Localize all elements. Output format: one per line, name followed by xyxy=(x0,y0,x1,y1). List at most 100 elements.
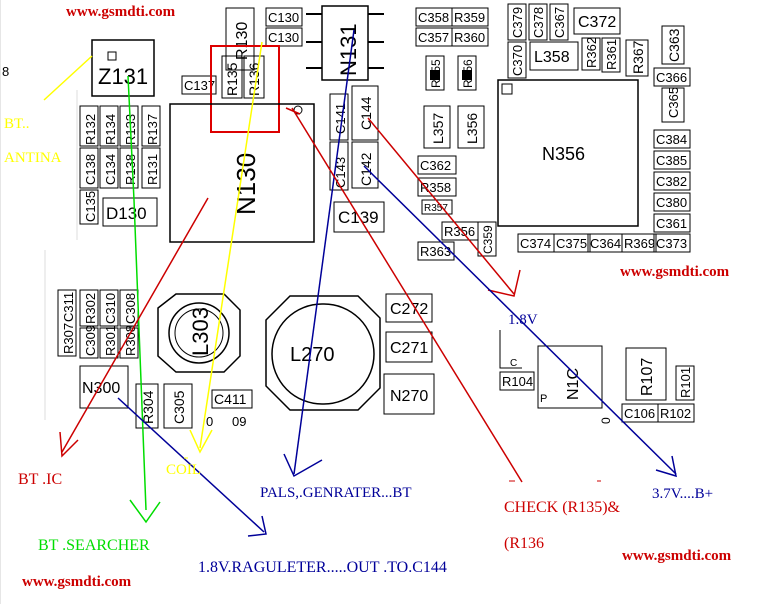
z131-outline xyxy=(91,39,155,97)
bt-ic-arrowhead xyxy=(59,431,79,458)
c130b-outline xyxy=(265,27,303,47)
c367-label: C367 xyxy=(552,7,567,38)
n300-outline xyxy=(79,365,129,409)
c362-outline xyxy=(417,155,457,175)
n356-pin1 xyxy=(501,83,513,95)
bt-antenna-label-2: ANTINA xyxy=(4,150,62,166)
bt-antenna-label-1: BT.. xyxy=(4,116,30,132)
c358-label: C358 xyxy=(418,10,449,25)
r131-label: R131 xyxy=(145,154,160,185)
n356-outline xyxy=(497,79,639,227)
small-c: C xyxy=(510,358,517,369)
r359-outline xyxy=(451,7,489,27)
c139-outline xyxy=(333,201,385,233)
c366-outline xyxy=(653,67,691,87)
c310-label: C310 xyxy=(103,293,118,324)
r362-label: R362 xyxy=(584,37,599,68)
c384-label: C384 xyxy=(656,132,687,147)
r137-outline xyxy=(141,105,161,147)
r104-outline xyxy=(499,371,535,391)
bplus-label: 3.7V....B+ xyxy=(652,486,713,502)
r304-outline xyxy=(135,383,159,429)
c365-label: C365 xyxy=(666,87,681,118)
c106-label: C106 xyxy=(624,406,655,421)
r355-outline xyxy=(425,55,445,91)
check-r135-line xyxy=(291,107,523,483)
c137-label: C137 xyxy=(184,78,215,93)
c309-label: C309 xyxy=(83,325,98,356)
pals-generator-line xyxy=(293,29,355,475)
c141-label: C141 xyxy=(333,103,348,134)
r132-outline xyxy=(79,105,99,147)
c370-label: C370 xyxy=(510,45,525,76)
c364-label: C364 xyxy=(590,236,621,251)
c138-label: C138 xyxy=(83,154,98,185)
bt-antenna-pointer xyxy=(43,55,93,101)
c271-outline xyxy=(385,331,433,363)
c374-label: C374 xyxy=(520,236,551,251)
r369-outline xyxy=(621,233,657,253)
pals-generator-arrowhead xyxy=(283,453,323,478)
c375-outline xyxy=(553,233,591,253)
d130-label: D130 xyxy=(106,204,147,223)
c359-outline xyxy=(477,221,497,257)
n300-label: N300 xyxy=(82,380,120,397)
c134-outline xyxy=(99,147,119,189)
c373-label: C373 xyxy=(656,236,687,251)
bt-searcher-label: BT .SEARCHER xyxy=(38,537,150,554)
n270-label: N270 xyxy=(390,388,428,405)
r361-outline xyxy=(601,37,621,73)
watermark-bottom-left: www.gsmdti.com xyxy=(22,574,132,590)
r104-label: R104 xyxy=(502,374,533,389)
r301-outline xyxy=(99,327,119,359)
r132-label: R132 xyxy=(83,114,98,145)
r135-outline xyxy=(221,55,243,99)
small-0: 0 xyxy=(206,414,213,429)
v18-label: 1.8V xyxy=(508,312,538,328)
r137-label: R137 xyxy=(145,114,160,145)
c370-outline xyxy=(507,41,527,79)
check-highlight-box xyxy=(210,45,280,133)
l303-outline xyxy=(157,293,241,373)
c367-outline xyxy=(549,3,569,41)
bplus-arrowhead xyxy=(655,455,677,478)
c272-label: C272 xyxy=(390,301,428,318)
c365-outline xyxy=(661,87,685,123)
c361-label: C361 xyxy=(656,216,687,231)
n1c-edge xyxy=(499,330,522,369)
check-r135-tail xyxy=(285,107,301,115)
r360-label: R360 xyxy=(454,30,485,45)
r308-label: R308 xyxy=(123,325,138,356)
v18-pointer-line xyxy=(367,117,515,295)
bt-ic-pointer-line xyxy=(61,197,209,453)
r355-label: R355 xyxy=(429,59,443,88)
c375-label: C375 xyxy=(556,236,587,251)
l358-outline xyxy=(529,41,579,71)
c142-outline xyxy=(351,141,379,189)
r107-outline xyxy=(625,347,667,401)
r107-label: R107 xyxy=(639,358,656,396)
c138-outline xyxy=(79,147,99,189)
c362-label: C362 xyxy=(420,158,451,173)
r130-label: R130 xyxy=(234,22,251,60)
l357-outline xyxy=(423,105,451,149)
r308-outline xyxy=(119,327,139,359)
c310-outline xyxy=(99,289,119,327)
r302-outline xyxy=(79,289,99,327)
r367-outline xyxy=(625,39,649,77)
l270-label: L270 xyxy=(290,344,335,366)
c359-label: C359 xyxy=(481,225,495,254)
c309-outline xyxy=(79,327,99,359)
r363-outline xyxy=(417,241,455,261)
n356-label: N356 xyxy=(542,144,585,164)
l357-label: L357 xyxy=(430,113,446,144)
c372-outline xyxy=(573,7,621,35)
n270-outline xyxy=(383,373,435,415)
c385-label: C385 xyxy=(656,153,687,168)
c382-label: C382 xyxy=(656,174,687,189)
r356b-outline xyxy=(457,55,477,91)
l303-coil-inner xyxy=(174,308,224,358)
bt-searcher-line xyxy=(127,75,147,511)
